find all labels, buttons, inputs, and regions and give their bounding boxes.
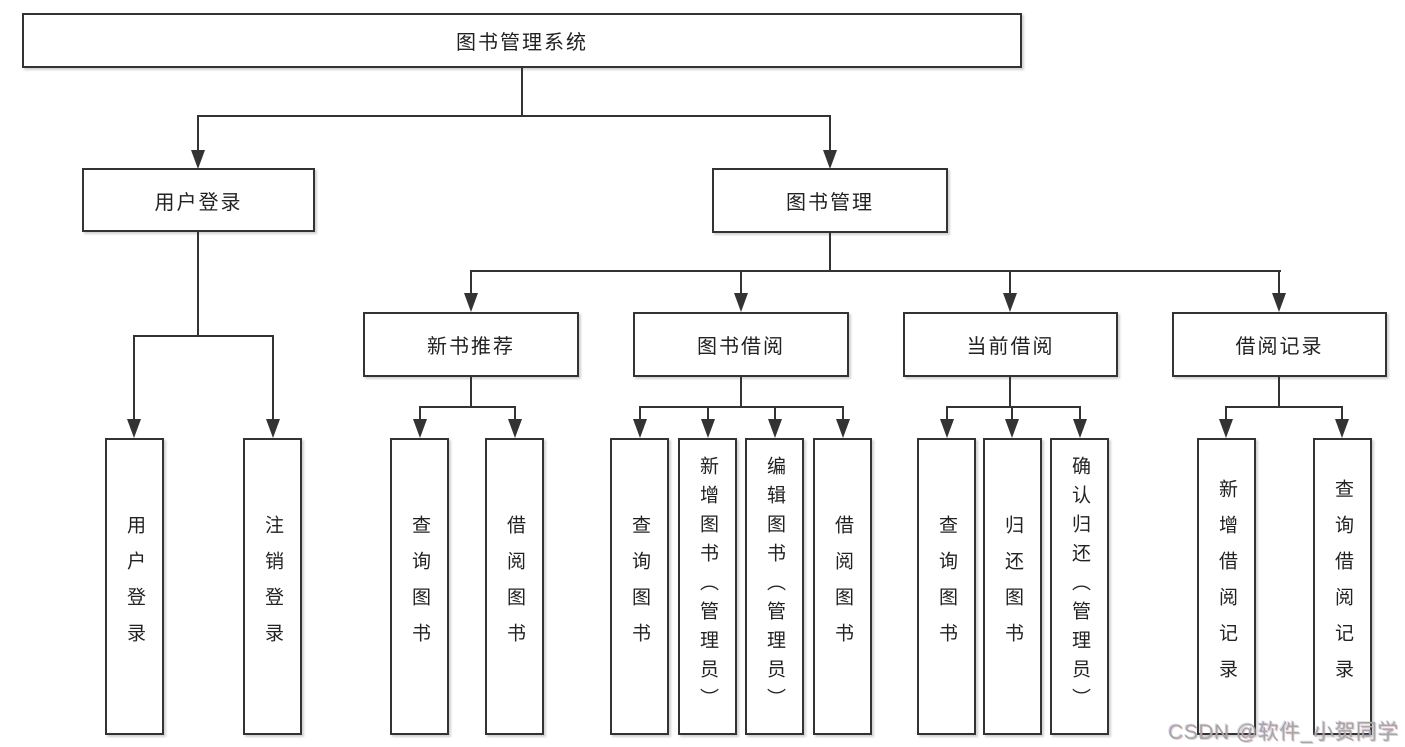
arrowhead-down-icon xyxy=(633,419,647,438)
connector-level3-rail xyxy=(470,270,1281,272)
leaf-query-borrow-record: 查询借阅记录 xyxy=(1313,438,1372,735)
node-root: 图书管理系统 xyxy=(22,13,1022,68)
arrowhead-down-icon xyxy=(266,419,280,438)
connector-arrow-stem xyxy=(639,408,641,423)
leaf-edit-books-admin: 编辑图书（管理员） xyxy=(745,438,804,735)
leaf-user-login: 用户登录 xyxy=(105,438,164,735)
connector-arrow-stem xyxy=(1009,272,1011,297)
connector-user-login-stem xyxy=(197,232,199,336)
leaf-label: 查询图书 xyxy=(409,514,430,659)
connector-group-rail xyxy=(419,406,516,408)
leaf-borrow-books-2: 借阅图书 xyxy=(813,438,872,735)
node-current-borrow: 当前借阅 xyxy=(903,312,1118,377)
node-borrow-records-label: 借阅记录 xyxy=(1235,336,1324,358)
connector-arrow-stem xyxy=(1011,408,1013,423)
leaf-add-borrow-record: 新增借阅记录 xyxy=(1197,438,1256,735)
arrowhead-down-icon xyxy=(508,419,522,438)
leaf-add-books-admin: 新增图书（管理员） xyxy=(678,438,737,735)
leaf-label: 编辑图书（管理员） xyxy=(764,456,785,717)
connector-arrow-stem xyxy=(1341,408,1343,423)
watermark: CSDN @软件_小贺同学 xyxy=(1168,721,1399,744)
arrowhead-down-icon xyxy=(1003,293,1017,312)
arrowhead-down-icon xyxy=(1219,419,1233,438)
leaf-label: 查询图书 xyxy=(936,514,957,659)
connector-group-rail xyxy=(946,406,1081,408)
connector-arrow-stem xyxy=(1225,408,1227,423)
node-new-book-recommend: 新书推荐 xyxy=(363,312,579,377)
arrowhead-down-icon xyxy=(734,293,748,312)
leaf-borrow-books-1: 借阅图书 xyxy=(485,438,544,735)
leaf-return-books: 归还图书 xyxy=(983,438,1042,735)
leaf-confirm-return-admin: 确认归还（管理员） xyxy=(1050,438,1109,735)
arrowhead-down-icon xyxy=(127,419,141,438)
leaf-logout: 注销登录 xyxy=(243,438,302,735)
connector-group-stem xyxy=(470,377,472,407)
arrowhead-down-icon xyxy=(701,419,715,438)
connector-arrow-stem xyxy=(470,272,472,297)
node-user-login-label: 用户登录 xyxy=(154,191,243,214)
leaf-label: 新增图书（管理员） xyxy=(697,456,718,717)
connector-group-rail xyxy=(639,406,844,408)
arrowhead-down-icon xyxy=(413,419,427,438)
connector-arrow-stem xyxy=(842,408,844,423)
leaf-label: 借阅图书 xyxy=(504,514,525,659)
leaf-label: 注销登录 xyxy=(262,514,283,659)
connector-arrow-stem xyxy=(133,337,135,423)
leaf-query-books-1: 查询图书 xyxy=(390,438,449,735)
node-root-label: 图书管理系统 xyxy=(456,32,588,54)
leaf-label: 用户登录 xyxy=(124,514,145,659)
arrowhead-down-icon xyxy=(1073,419,1087,438)
arrowhead-down-icon xyxy=(191,150,205,169)
node-book-management-label: 图书管理 xyxy=(786,192,874,214)
connector-book-management-stem xyxy=(829,233,831,271)
leaf-label: 查询图书 xyxy=(629,514,650,659)
leaf-label: 新增借阅记录 xyxy=(1216,478,1237,695)
connector-group-rail xyxy=(1225,406,1343,408)
connector-arrow-stem xyxy=(1278,272,1280,297)
connector-arrow-stem xyxy=(829,117,831,154)
node-book-borrow-label: 图书借阅 xyxy=(697,336,785,358)
connector-arrow-stem xyxy=(946,408,948,423)
arrowhead-down-icon xyxy=(836,419,850,438)
leaf-query-books-2: 查询图书 xyxy=(610,438,669,735)
connector-group-stem xyxy=(740,377,742,407)
arrowhead-down-icon xyxy=(464,293,478,312)
connector-root-stem xyxy=(521,68,523,116)
connector-arrow-stem xyxy=(1079,408,1081,423)
leaf-label: 查询借阅记录 xyxy=(1332,478,1353,695)
arrowhead-down-icon xyxy=(768,419,782,438)
connector-arrow-stem xyxy=(707,408,709,423)
connector-arrow-stem xyxy=(272,337,274,423)
node-current-borrow-label: 当前借阅 xyxy=(966,336,1055,358)
node-book-borrow: 图书借阅 xyxy=(633,312,849,377)
arrowhead-down-icon xyxy=(823,150,837,169)
connector-arrow-stem xyxy=(419,408,421,423)
connector-arrow-stem xyxy=(514,408,516,423)
node-book-management: 图书管理 xyxy=(712,168,948,233)
connector-arrow-stem xyxy=(774,408,776,423)
node-new-book-recommend-label: 新书推荐 xyxy=(427,336,515,358)
connector-group-stem xyxy=(1278,377,1280,407)
connector-arrow-stem xyxy=(197,117,199,154)
leaf-label: 确认归还（管理员） xyxy=(1069,456,1090,717)
leaf-query-books-3: 查询图书 xyxy=(917,438,976,735)
connector-group-stem xyxy=(1009,377,1011,407)
connector-user-login-rail xyxy=(133,335,274,337)
leaf-label: 归还图书 xyxy=(1002,514,1023,659)
leaf-label: 借阅图书 xyxy=(832,514,853,659)
arrowhead-down-icon xyxy=(940,419,954,438)
node-user-login: 用户登录 xyxy=(82,168,315,232)
arrowhead-down-icon xyxy=(1005,419,1019,438)
connector-arrow-stem xyxy=(740,272,742,297)
arrowhead-down-icon xyxy=(1335,419,1349,438)
connector-level2-rail xyxy=(197,115,831,117)
arrowhead-down-icon xyxy=(1272,293,1286,312)
node-borrow-records: 借阅记录 xyxy=(1172,312,1387,377)
